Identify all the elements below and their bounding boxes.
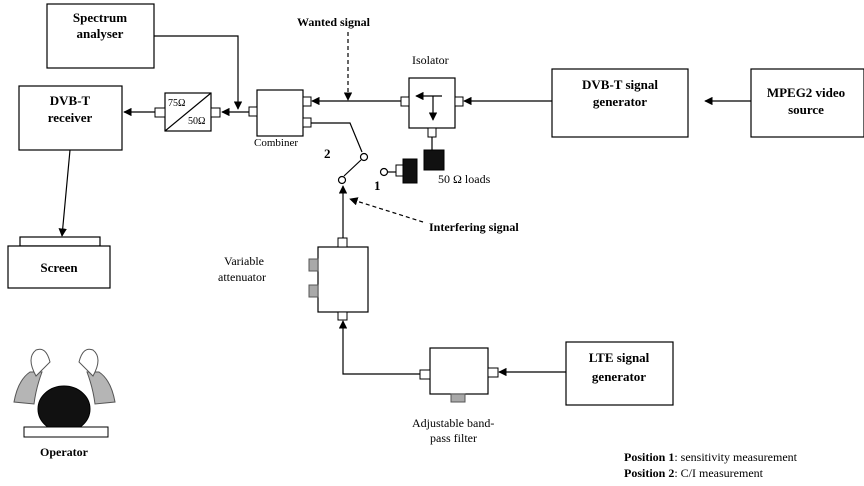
bandpass-filter-label-2: pass filter <box>430 431 477 445</box>
switch-position-2-label: 2 <box>324 146 331 161</box>
operator-label: Operator <box>40 445 89 459</box>
switch-load <box>402 158 418 184</box>
loads-label: 50 Ω loads <box>438 172 491 186</box>
converter-right-port <box>210 107 221 118</box>
legend-position-1-text: : sensitivity measurement <box>674 450 797 464</box>
analyser-connection-line <box>154 35 243 110</box>
isolator-block: Isolator <box>400 53 464 138</box>
switch-load-port <box>395 164 404 177</box>
lte-generator-block: LTE signal generator <box>565 341 674 406</box>
combiner-output-port <box>248 106 258 117</box>
combiner-block: Combiner <box>248 89 312 149</box>
switch-to-combiner-line <box>311 122 363 153</box>
filter-output-port <box>419 369 431 380</box>
dvbt-generator-block: DVB-T signal generator <box>551 68 689 138</box>
attenuator-output-port <box>337 237 348 248</box>
switch-lever <box>343 159 362 177</box>
switch-pos-2-contact <box>359 152 369 162</box>
converter-75-ohm-label: 75Ω <box>168 98 185 109</box>
dvbt-generator-label-1: DVB-T signal <box>582 77 658 92</box>
mpeg2-source-label-2: source <box>788 102 824 117</box>
bandpass-filter-label-1: Adjustable band- <box>412 416 494 430</box>
legend-position-1: Position 1: sensitivity measurement <box>624 450 798 464</box>
dvbt-receiver-label-1: DVB-T <box>50 93 91 108</box>
screen-label: Screen <box>40 260 78 275</box>
bandpass-filter-block: Adjustable band- pass filter <box>412 347 499 445</box>
mpeg2-source-block: MPEG2 video source <box>750 68 864 138</box>
legend-position-1-key: Position 1 <box>624 450 674 464</box>
dvbt-receiver-label-2: receiver <box>48 110 93 125</box>
mpeg2-source-label-1: MPEG2 video <box>767 85 845 100</box>
filter-knob <box>450 393 466 403</box>
receiver-to-screen-line <box>58 149 71 237</box>
interfering-signal-pointer <box>349 197 424 223</box>
interfering-signal-label: Interfering signal <box>429 220 519 234</box>
converter-50-ohm-label: 50Ω <box>188 116 205 127</box>
legend-position-2-text: : C/I measurement <box>674 466 763 480</box>
attenuator-input-port <box>337 311 348 321</box>
isolator-load-port <box>427 127 437 138</box>
isolator-output-port <box>400 96 410 107</box>
spectrum-analyser-label-2: analyser <box>77 26 124 41</box>
wanted-signal-label: Wanted signal <box>297 15 371 29</box>
position-legend: Position 1: sensitivity measurement Posi… <box>624 450 798 480</box>
variable-attenuator-label-1: Variable <box>224 254 264 268</box>
screen-block: Screen <box>7 236 111 289</box>
switch-pos-1-contact <box>379 167 389 177</box>
attenuator-knob-1 <box>308 258 319 272</box>
operator-icon: Operator <box>13 348 116 459</box>
lte-generator-label-1: LTE signal <box>589 350 650 365</box>
isolator-load <box>423 149 445 171</box>
dvbt-generator-label-2: generator <box>593 94 647 109</box>
filter-input-port <box>487 367 499 378</box>
attenuator-knob-2 <box>308 284 319 298</box>
variable-attenuator-block: Variable attenuator <box>218 237 369 321</box>
switch-pivot <box>337 175 347 185</box>
switch-position-1-label: 1 <box>374 178 381 193</box>
fifty-ohm-loads: 50 Ω loads <box>395 137 491 186</box>
isolator-input-port <box>454 96 464 107</box>
combiner-input-1-port <box>302 96 312 107</box>
impedance-converter: 75Ω 50Ω <box>154 92 221 132</box>
isolator-label: Isolator <box>412 53 449 67</box>
legend-position-2-key: Position 2 <box>624 466 674 480</box>
converter-left-port <box>154 107 166 118</box>
legend-position-2: Position 2: C/I measurement <box>624 466 764 480</box>
dvbt-receiver-block: DVB-T receiver <box>18 85 123 151</box>
variable-attenuator-label-2: attenuator <box>218 270 266 284</box>
position-switch: 2 1 <box>311 122 396 193</box>
spectrum-analyser-label-1: Spectrum <box>73 10 127 25</box>
lte-generator-label-2: generator <box>592 369 646 384</box>
filter-to-attenuator-line <box>338 320 420 375</box>
spectrum-analyser-block: Spectrum analyser <box>46 3 155 69</box>
combiner-label: Combiner <box>254 137 298 149</box>
combiner-input-2-port <box>302 117 312 128</box>
